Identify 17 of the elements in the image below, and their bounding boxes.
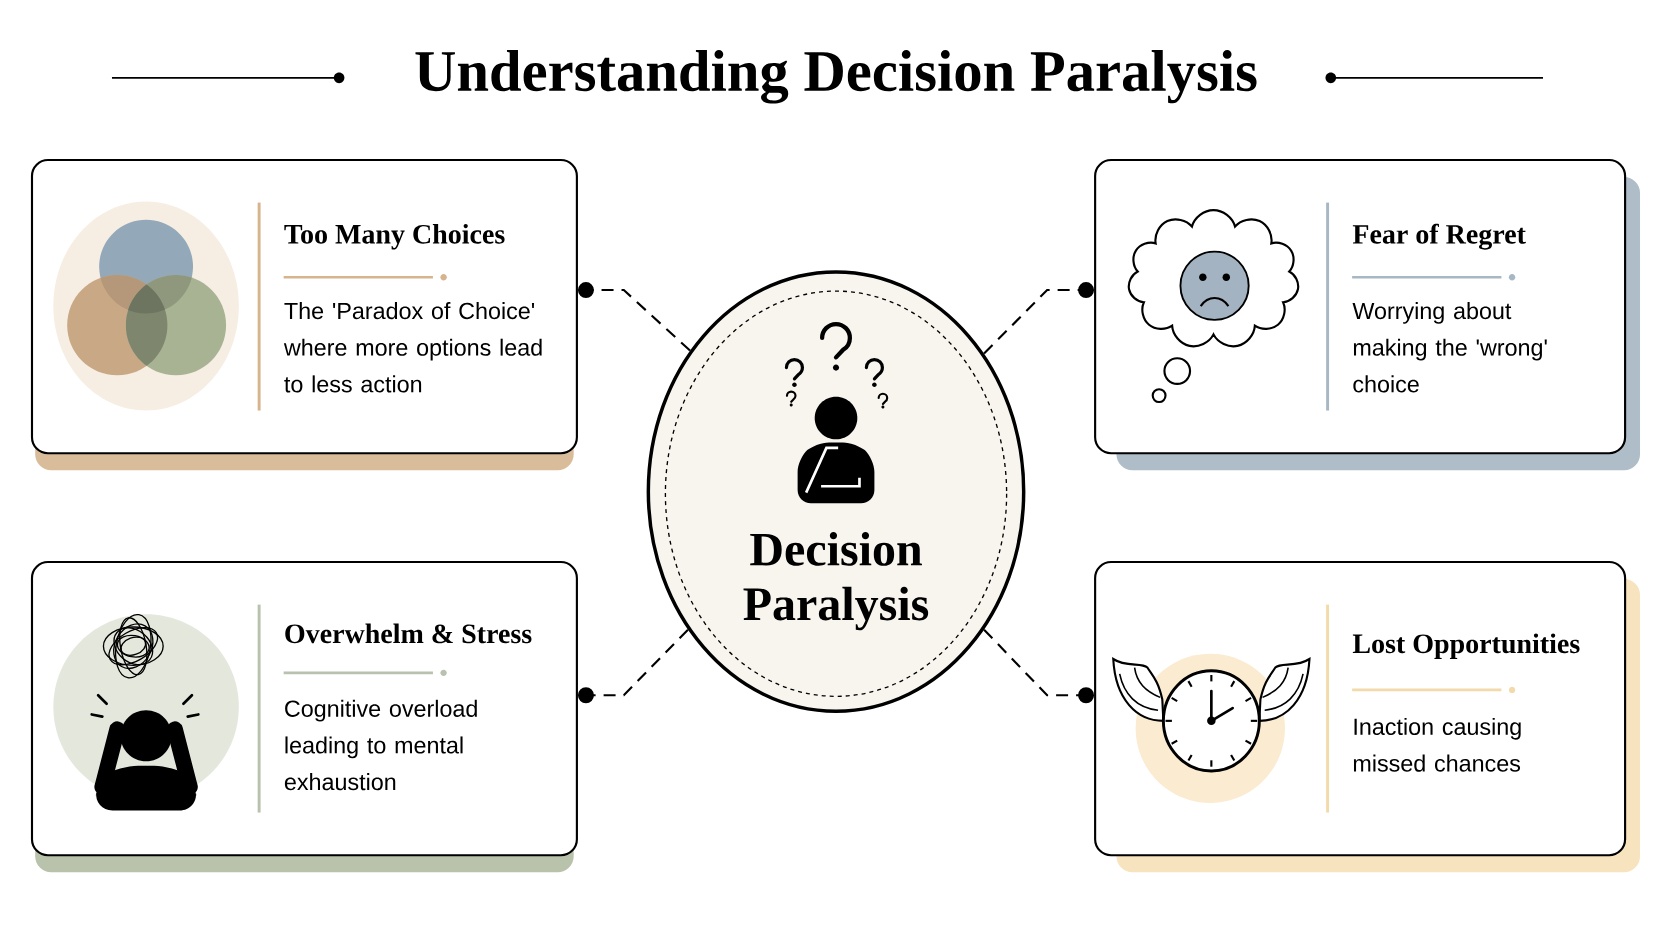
card <box>1094 561 1627 857</box>
dashed-connector <box>577 629 689 704</box>
card-text: Cognitive overload leading to mental exhaustion <box>284 700 477 791</box>
card <box>30 159 578 455</box>
card-text: The 'Paradox of Choice' where more options lead to less action <box>283 302 542 393</box>
dashed-connector <box>577 282 691 352</box>
dashed-connector <box>983 282 1095 355</box>
card-heading: Overwhelm & Stress <box>285 623 532 644</box>
title: Understanding Decision Paralysis <box>415 50 1257 104</box>
card <box>1094 159 1627 455</box>
card-text: Worrying about making the 'wrong' choice <box>1352 302 1547 393</box>
card-text: Inaction causing missed chances <box>1353 718 1521 772</box>
card-heading: Lost Opportunities <box>1352 633 1580 660</box>
card-heading: Fear of Regret <box>1352 224 1526 250</box>
card <box>30 561 578 857</box>
dashed-connector <box>983 629 1095 704</box>
card-heading: Too Many Choices <box>284 224 505 250</box>
